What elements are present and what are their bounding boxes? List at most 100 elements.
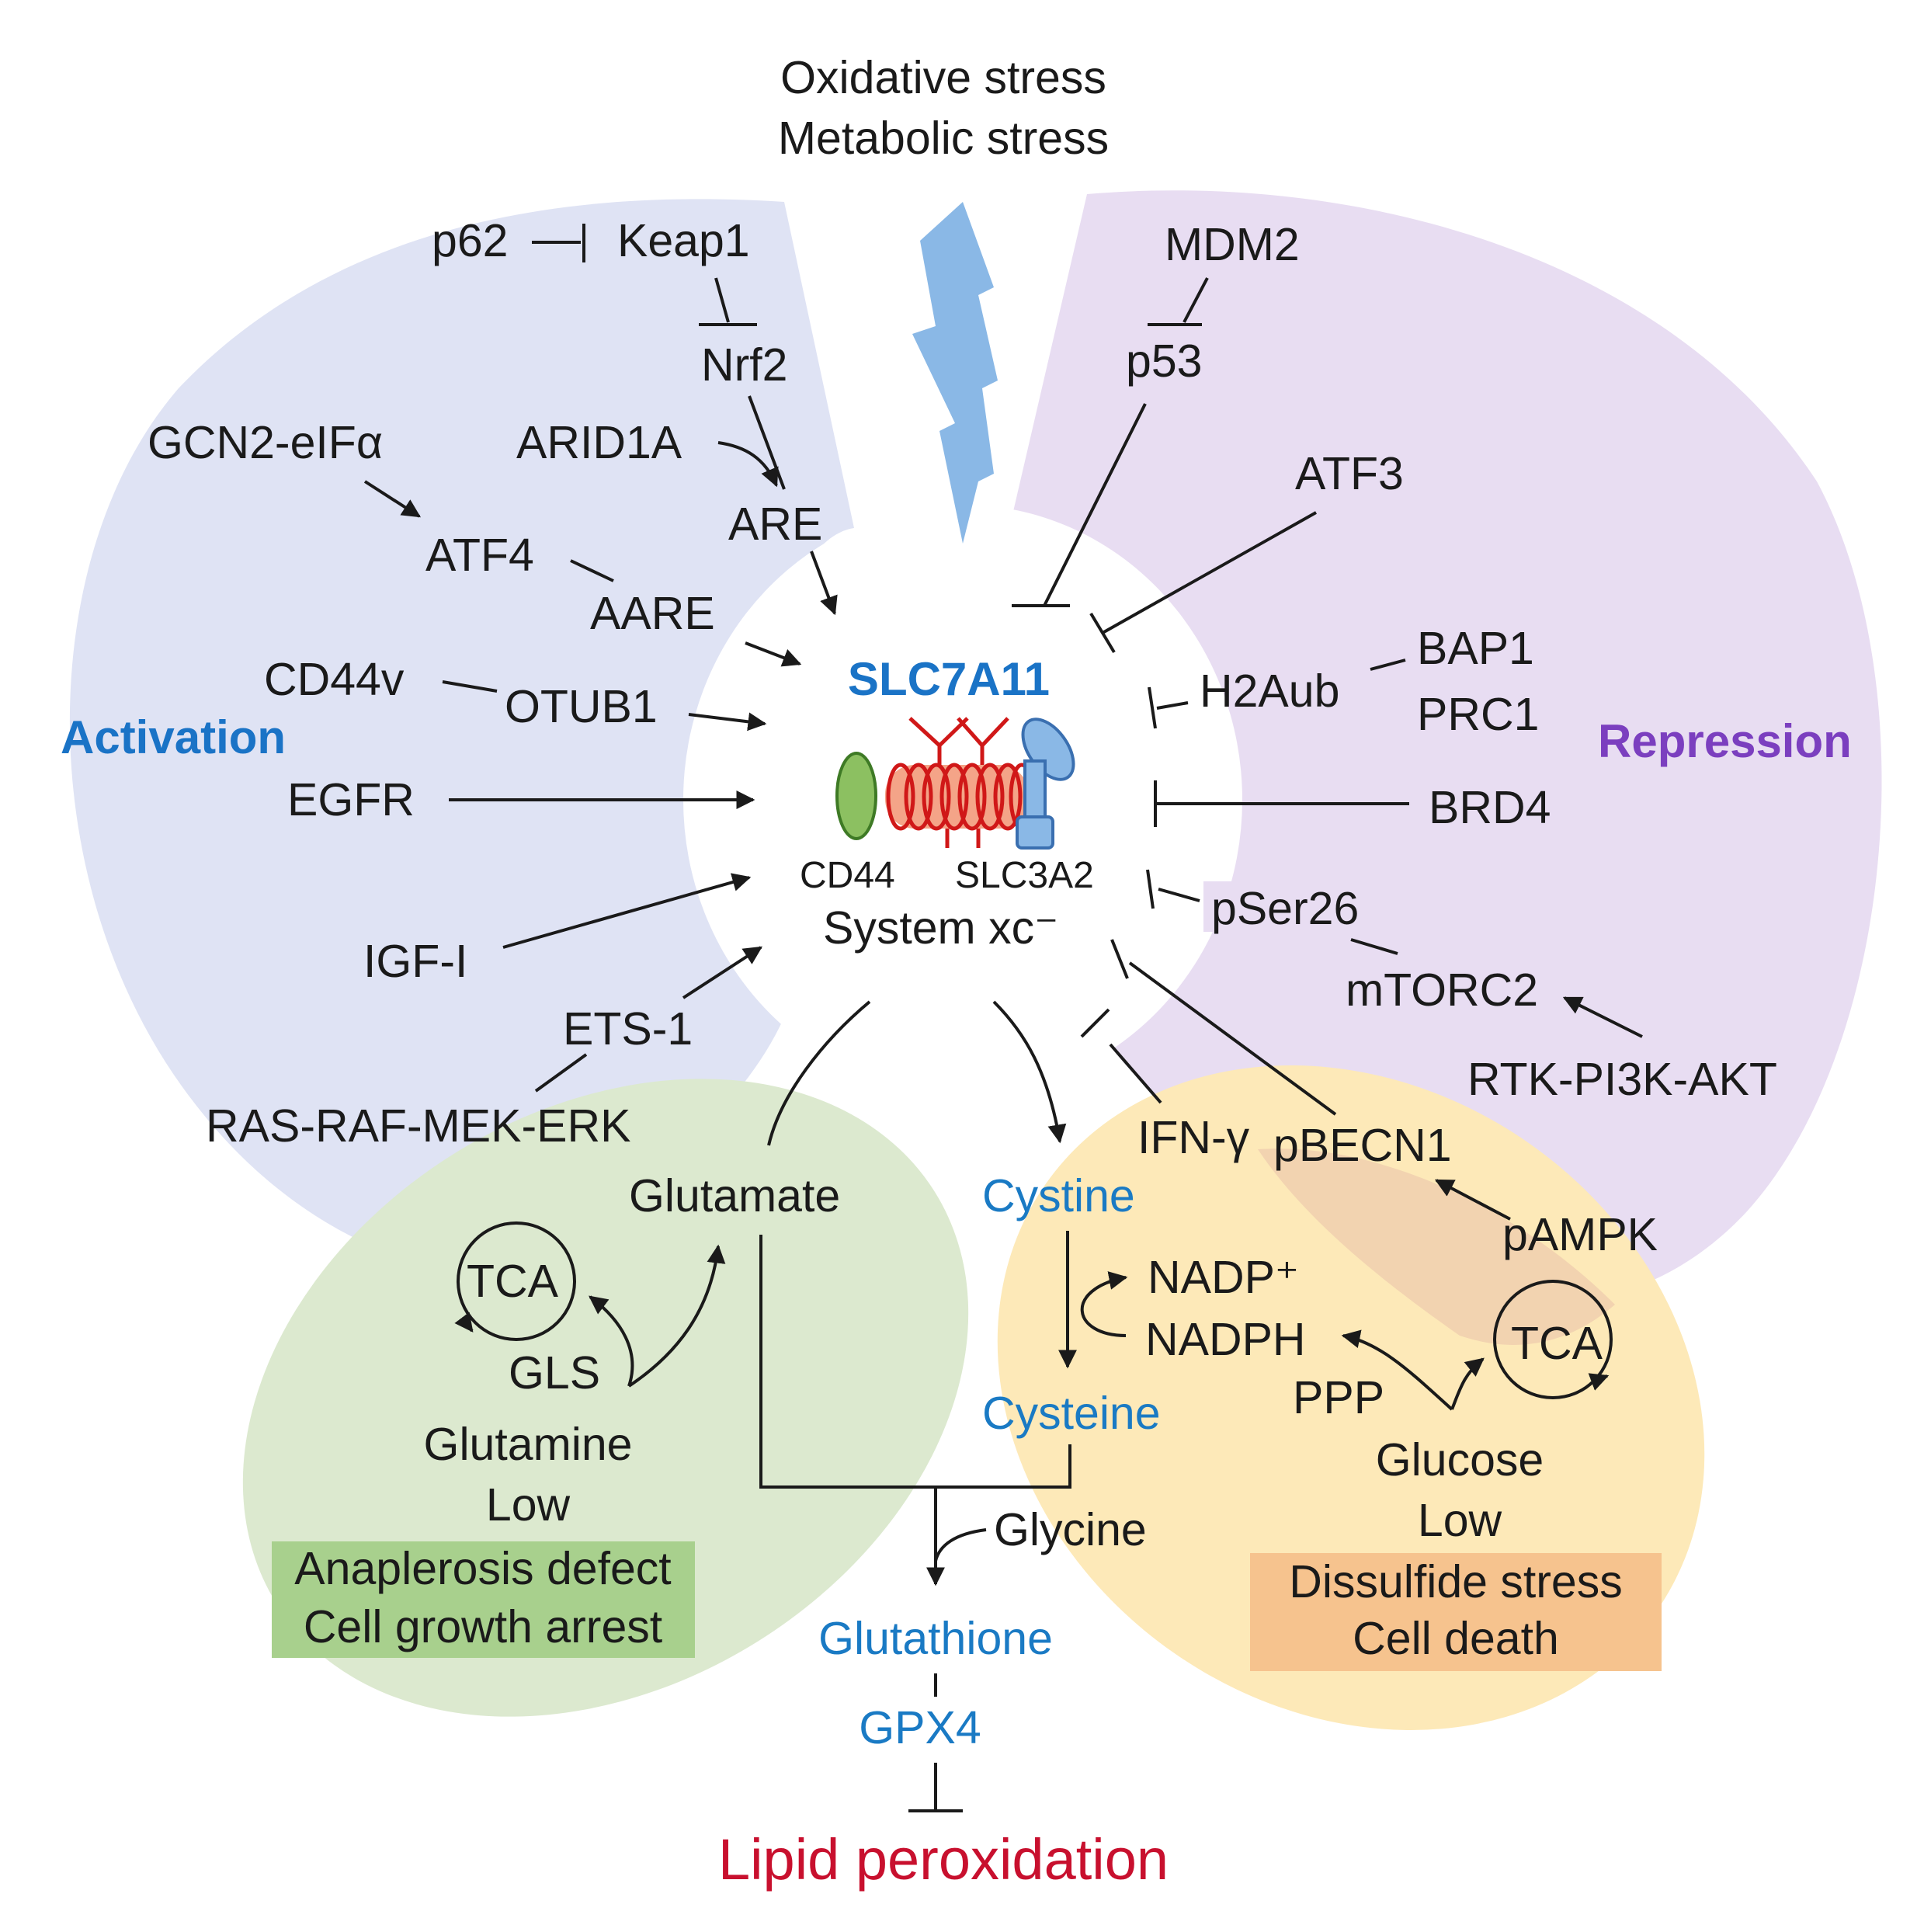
cell-death-label: Cell death — [1353, 1613, 1559, 1664]
system-xc-transporter-icon — [835, 717, 1075, 850]
glucose-outcome-box — [1250, 1553, 1662, 1671]
rtk-label: RTK-PI3K-AKT — [1467, 1054, 1777, 1105]
lipid-peroxidation-label: Lipid peroxidation — [718, 1827, 1169, 1892]
cd44v-label: CD44v — [264, 654, 405, 705]
slc7a11-to-cystine-arrow — [992, 1000, 1067, 1144]
cysteine-label: Cysteine — [982, 1388, 1161, 1439]
cell-growth-arrest-label: Cell growth arrest — [304, 1601, 662, 1652]
cd44-label: CD44 — [800, 855, 895, 896]
nadph-to-nadp-arrow — [1080, 1271, 1128, 1337]
glutathione-label: Glutathione — [818, 1613, 1053, 1664]
glutamate-cysteine-junction — [759, 1235, 1071, 1489]
atf3-label: ATF3 — [1295, 448, 1404, 499]
atf4-label: ATF4 — [425, 530, 534, 581]
glucose-tca-cycle-icon — [1493, 1280, 1613, 1399]
glucose-tca-label: TCA — [1511, 1318, 1603, 1369]
ets1-to-slc7a11-arrow — [682, 946, 763, 999]
oxidative-stress-label: Oxidative stress — [780, 52, 1106, 103]
glucose-tca-arrowhead — [1588, 1373, 1610, 1391]
aare-to-slc7a11-arrow — [745, 641, 802, 667]
arid1a-label: ARID1A — [516, 417, 682, 468]
glucose-to-nadph-arrow — [1341, 1329, 1453, 1411]
are-to-slc7a11-arrow — [810, 551, 838, 616]
overlap-region — [1258, 1148, 1615, 1345]
tca-cycle-arrowhead — [454, 1312, 474, 1333]
cystine-label: Cystine — [982, 1170, 1135, 1221]
egfr-label: EGFR — [287, 774, 415, 825]
bap1-label: BAP1 — [1417, 623, 1534, 674]
glutamate-label: Glutamate — [629, 1170, 840, 1221]
aare-label: AARE — [590, 588, 715, 639]
cd44v-to-otub1 — [442, 680, 498, 693]
system-xc-label: System xc⁻ — [823, 902, 1058, 954]
mtorc2-label: mTORC2 — [1346, 964, 1538, 1016]
otub1-to-slc7a11-arrow — [688, 712, 767, 731]
repression-label: Repression — [1598, 715, 1852, 767]
pser26-inhibit-bar — [1146, 869, 1155, 909]
nrf2-label: Nrf2 — [701, 339, 787, 391]
pser26-to-mtorc2 — [1350, 938, 1398, 955]
repression-region — [1009, 190, 1882, 1304]
p53-inhibits-slc7a11 — [1043, 403, 1147, 606]
keap1-label: Keap1 — [617, 215, 750, 266]
pser26-highlight — [1203, 881, 1374, 932]
anaplerosis-label: Anaplerosis defect — [294, 1543, 671, 1594]
igf-label: IGF-I — [363, 936, 467, 987]
pampk-to-pbecn1-arrow — [1434, 1179, 1511, 1221]
slc7a11-to-glutamate — [767, 1000, 871, 1146]
glutamine-tca-label: TCA — [467, 1256, 559, 1307]
slc3a2-label: SLC3A2 — [955, 855, 1094, 896]
dissulfide-stress-label: Dissulfide stress — [1289, 1556, 1623, 1607]
p62-label: p62 — [432, 215, 508, 266]
glucose-to-tca-arrow — [1450, 1357, 1485, 1410]
glycine-join — [934, 1528, 987, 1562]
gcn2-label: GCN2-eIFα — [148, 417, 383, 468]
h2aub-label: H2Aub — [1200, 665, 1339, 717]
prc1-label: PRC1 — [1417, 689, 1539, 740]
mdm2-inhibits-p53 — [1183, 277, 1209, 323]
nadph-label: NADPH — [1145, 1314, 1306, 1365]
otub1-label: OTUB1 — [505, 681, 658, 732]
pser26-inhibits-slc7a11 — [1158, 888, 1200, 902]
ifn-inhibits-slc7a11 — [1109, 1043, 1162, 1104]
metabolic-stress-label: Metabolic stress — [778, 113, 1109, 164]
glutamine-outcome-box — [272, 1541, 695, 1658]
ppp-label: PPP — [1293, 1372, 1384, 1423]
pbecn1-inhibit-bar — [1110, 939, 1129, 979]
glutamine-label: Glutamine — [424, 1419, 633, 1470]
atf3-inhibit-bar — [1089, 612, 1116, 654]
p53-label: p53 — [1126, 335, 1202, 387]
stress-bolt-icon — [912, 202, 998, 544]
ifn-inhibit-bar — [1080, 1008, 1110, 1038]
arid1a-to-are-arrow — [717, 441, 779, 488]
glucose-low-label: Low — [1418, 1495, 1502, 1546]
activation-region — [69, 199, 855, 1277]
atf3-inhibits-slc7a11 — [1102, 511, 1317, 634]
gcn2-to-atf4-arrow — [363, 480, 422, 518]
bap1-to-h2aub — [1370, 658, 1406, 671]
pbecn1-inhibits-slc7a11 — [1128, 961, 1337, 1116]
glycine-label: Glycine — [994, 1504, 1147, 1555]
atf4-to-aare — [570, 559, 614, 582]
igf-to-slc7a11-arrow — [502, 873, 752, 949]
gls-to-tca-arrow — [589, 1295, 634, 1387]
glutamine-tca-cycle-icon — [457, 1221, 576, 1341]
gls-to-glutamate-arrow — [627, 1244, 726, 1388]
h2aub-inhibit-bar — [1148, 686, 1157, 729]
ets1-label: ETS-1 — [563, 1003, 693, 1055]
mdm2-label: MDM2 — [1165, 219, 1300, 270]
ras-label: RAS-RAF-MEK-ERK — [206, 1100, 630, 1152]
pbecn1-label: pBECN1 — [1273, 1120, 1452, 1171]
pser26-label: pSer26 — [1211, 883, 1359, 934]
are-label: ARE — [728, 499, 822, 550]
gpx4-label: GPX4 — [859, 1702, 981, 1753]
glucose-label: Glucose — [1376, 1434, 1544, 1485]
rtk-to-mtorc2-arrow — [1562, 996, 1643, 1038]
ifn-label: IFN-γ — [1137, 1112, 1250, 1163]
gls-label: GLS — [509, 1347, 600, 1399]
slc7a11-title: SLC7A11 — [848, 653, 1050, 705]
pampk-label: pAMPK — [1502, 1209, 1658, 1260]
ras-to-ets1 — [534, 1053, 588, 1093]
h2aub-inhibits-slc7a11 — [1156, 701, 1189, 710]
